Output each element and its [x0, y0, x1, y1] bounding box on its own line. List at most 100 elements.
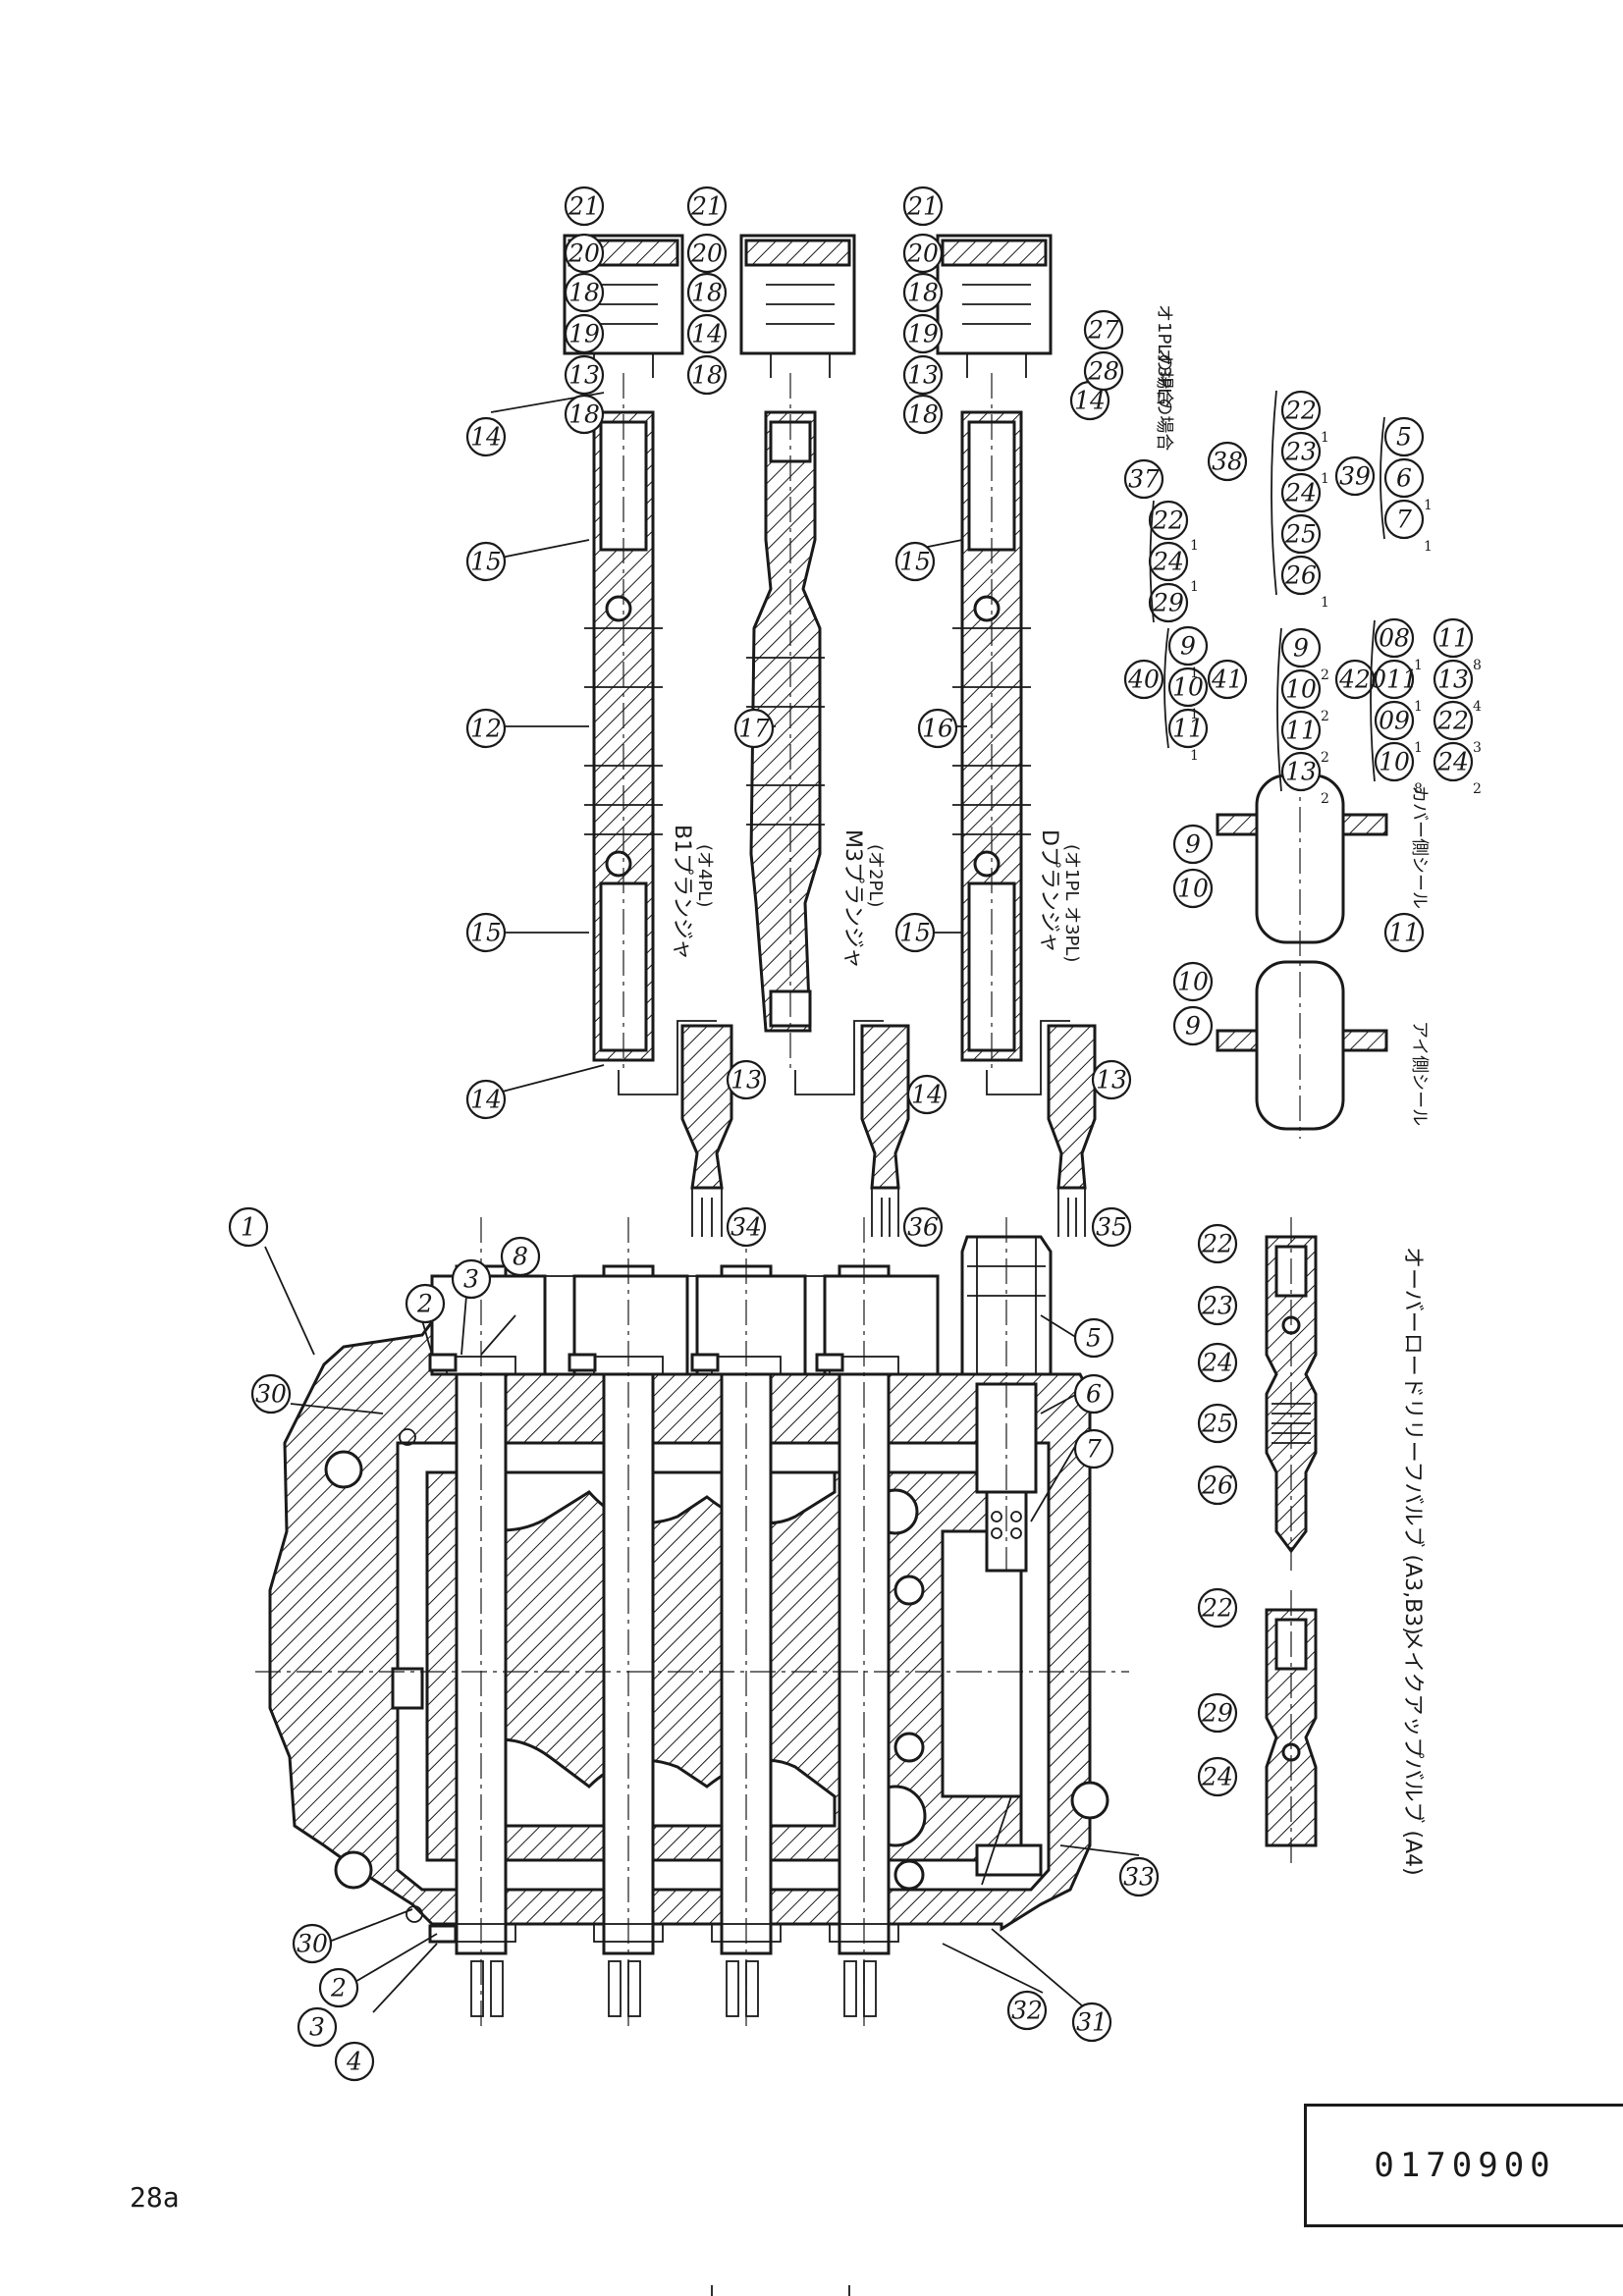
callout-25-g38: 25 [1280, 513, 1322, 555]
svg-text:24: 24 [1436, 748, 1469, 776]
callout-32: 32 [1006, 1990, 1048, 2031]
callout-13-b1: 13 [726, 1059, 767, 1100]
callout-20-c: 20 [902, 233, 944, 274]
svg-text:1: 1 [1321, 595, 1329, 611]
svg-text:10: 10 [1172, 673, 1204, 702]
callout-20-a: 20 [564, 233, 605, 274]
svg-text:18: 18 [691, 279, 723, 307]
callout-9-seal-b: 9 [1172, 1005, 1214, 1046]
svg-text:9: 9 [1293, 634, 1309, 663]
svg-text:30: 30 [255, 1380, 287, 1409]
callout-08: 08 [1374, 617, 1415, 659]
b1-plunger-label: B1プランジャ [670, 825, 694, 960]
callout-13-g42b: 13 [1433, 659, 1474, 700]
b1-plunger-sub: (オ4PL) [694, 844, 715, 907]
svg-text:22: 22 [1201, 1230, 1233, 1258]
callout-38: 38 [1207, 441, 1248, 482]
svg-text:24: 24 [1152, 548, 1184, 576]
svg-text:35: 35 [1096, 1213, 1127, 1242]
svg-text:39: 39 [1339, 462, 1371, 491]
callout-18-b2: 18 [686, 354, 728, 396]
callout-28: 28 [1083, 350, 1124, 392]
makeup-valve-label: メイクアップバルブ (A4) [1400, 1629, 1425, 1876]
svg-text:1: 1 [1190, 666, 1199, 681]
seal-detail [1216, 766, 1388, 1139]
svg-text:10: 10 [1379, 748, 1410, 776]
callout-3-top: 3 [451, 1258, 492, 1300]
drawing-number: 0170900 [1374, 2146, 1556, 2185]
d-plunger-label: Dプランジャ [1037, 829, 1061, 953]
callout-9-g42: 9 [1280, 627, 1322, 668]
svg-text:5: 5 [1396, 423, 1412, 452]
footer-marks [711, 2285, 850, 2296]
callout-bubbles: 1 30 2 3 8 5 6 7 30 2 3 4 32 31 33 14 15… [228, 186, 1474, 2082]
svg-text:1: 1 [1321, 471, 1329, 487]
callout-31: 31 [1071, 2002, 1112, 2043]
svg-text:21: 21 [568, 192, 600, 221]
svg-text:31: 31 [1076, 2008, 1108, 2037]
svg-text:13: 13 [1437, 666, 1469, 694]
svg-text:26: 26 [1201, 1471, 1233, 1500]
svg-text:25: 25 [1284, 520, 1317, 549]
callout-subscripts: 1 1 1 2 2 2 2 1 1 1 8 8 4 3 2 1 1 1 1 1 … [1190, 430, 1482, 807]
callout-18-c2: 18 [902, 394, 944, 435]
svg-text:11: 11 [1172, 715, 1204, 743]
callout-29-g37: 29 [1148, 582, 1189, 623]
callout-35: 35 [1091, 1206, 1132, 1248]
svg-text:13: 13 [1285, 758, 1317, 786]
callout-11-g42: 11 [1280, 710, 1322, 751]
callout-11-g40: 11 [1167, 708, 1209, 749]
svg-text:14: 14 [1074, 387, 1106, 415]
callout-10-seal-b: 10 [1172, 961, 1214, 1002]
svg-text:17: 17 [738, 715, 770, 743]
d-plunger-sub: (オ1PL オ3PL) [1061, 844, 1082, 962]
svg-text:13: 13 [907, 361, 939, 390]
makeup-valve-detail [1265, 1590, 1318, 1865]
callout-33: 33 [1118, 1856, 1160, 1897]
svg-text:38: 38 [1212, 448, 1243, 476]
svg-text:12: 12 [470, 715, 502, 743]
svg-text:19: 19 [568, 320, 600, 348]
callout-15-d-bottom: 15 [894, 912, 936, 953]
svg-text:1: 1 [1424, 539, 1433, 555]
svg-text:9: 9 [1180, 632, 1196, 661]
svg-text:10: 10 [1177, 968, 1209, 996]
callout-14-b1-bottom: 14 [465, 1079, 507, 1120]
svg-text:15: 15 [899, 919, 931, 947]
svg-text:23: 23 [1284, 438, 1317, 466]
svg-text:3: 3 [463, 1265, 479, 1294]
svg-text:13: 13 [1096, 1066, 1127, 1095]
svg-text:26: 26 [1284, 561, 1317, 590]
callout-22-mv: 22 [1197, 1587, 1238, 1629]
svg-text:7: 7 [1086, 1435, 1102, 1464]
callout-30-bottom: 30 [292, 1923, 333, 1964]
m3-plunger-sub: (オ2PL) [865, 844, 886, 907]
svg-text:36: 36 [907, 1213, 939, 1242]
drawing-number-box: 0170900 [1304, 2104, 1623, 2227]
svg-text:2: 2 [1321, 709, 1329, 724]
svg-text:41: 41 [1211, 666, 1243, 694]
svg-text:25: 25 [1201, 1410, 1233, 1438]
svg-text:14: 14 [691, 320, 723, 348]
svg-text:3: 3 [1473, 740, 1482, 756]
callout-3-bottom: 3 [297, 2006, 338, 2048]
svg-text:8: 8 [1414, 781, 1423, 797]
svg-text:20: 20 [690, 240, 723, 268]
svg-text:22: 22 [1436, 707, 1469, 735]
callout-14-d-bottom: 14 [906, 1074, 947, 1115]
callout-30-top: 30 [250, 1373, 292, 1415]
callout-22-g37: 22 [1148, 500, 1189, 541]
svg-text:8: 8 [513, 1243, 528, 1271]
svg-text:6: 6 [1396, 464, 1412, 493]
svg-text:9: 9 [1185, 830, 1201, 859]
svg-text:29: 29 [1152, 589, 1184, 617]
callout-22-g38: 22 [1280, 390, 1322, 431]
svg-text:10: 10 [1285, 675, 1317, 704]
callout-12: 12 [465, 708, 507, 749]
callout-18-b: 18 [686, 272, 728, 313]
svg-text:13: 13 [730, 1066, 762, 1095]
svg-text:16: 16 [922, 715, 953, 743]
callout-14-b1-top: 14 [465, 416, 507, 457]
callout-13-a: 13 [564, 354, 605, 396]
svg-text:3: 3 [309, 2013, 325, 2042]
